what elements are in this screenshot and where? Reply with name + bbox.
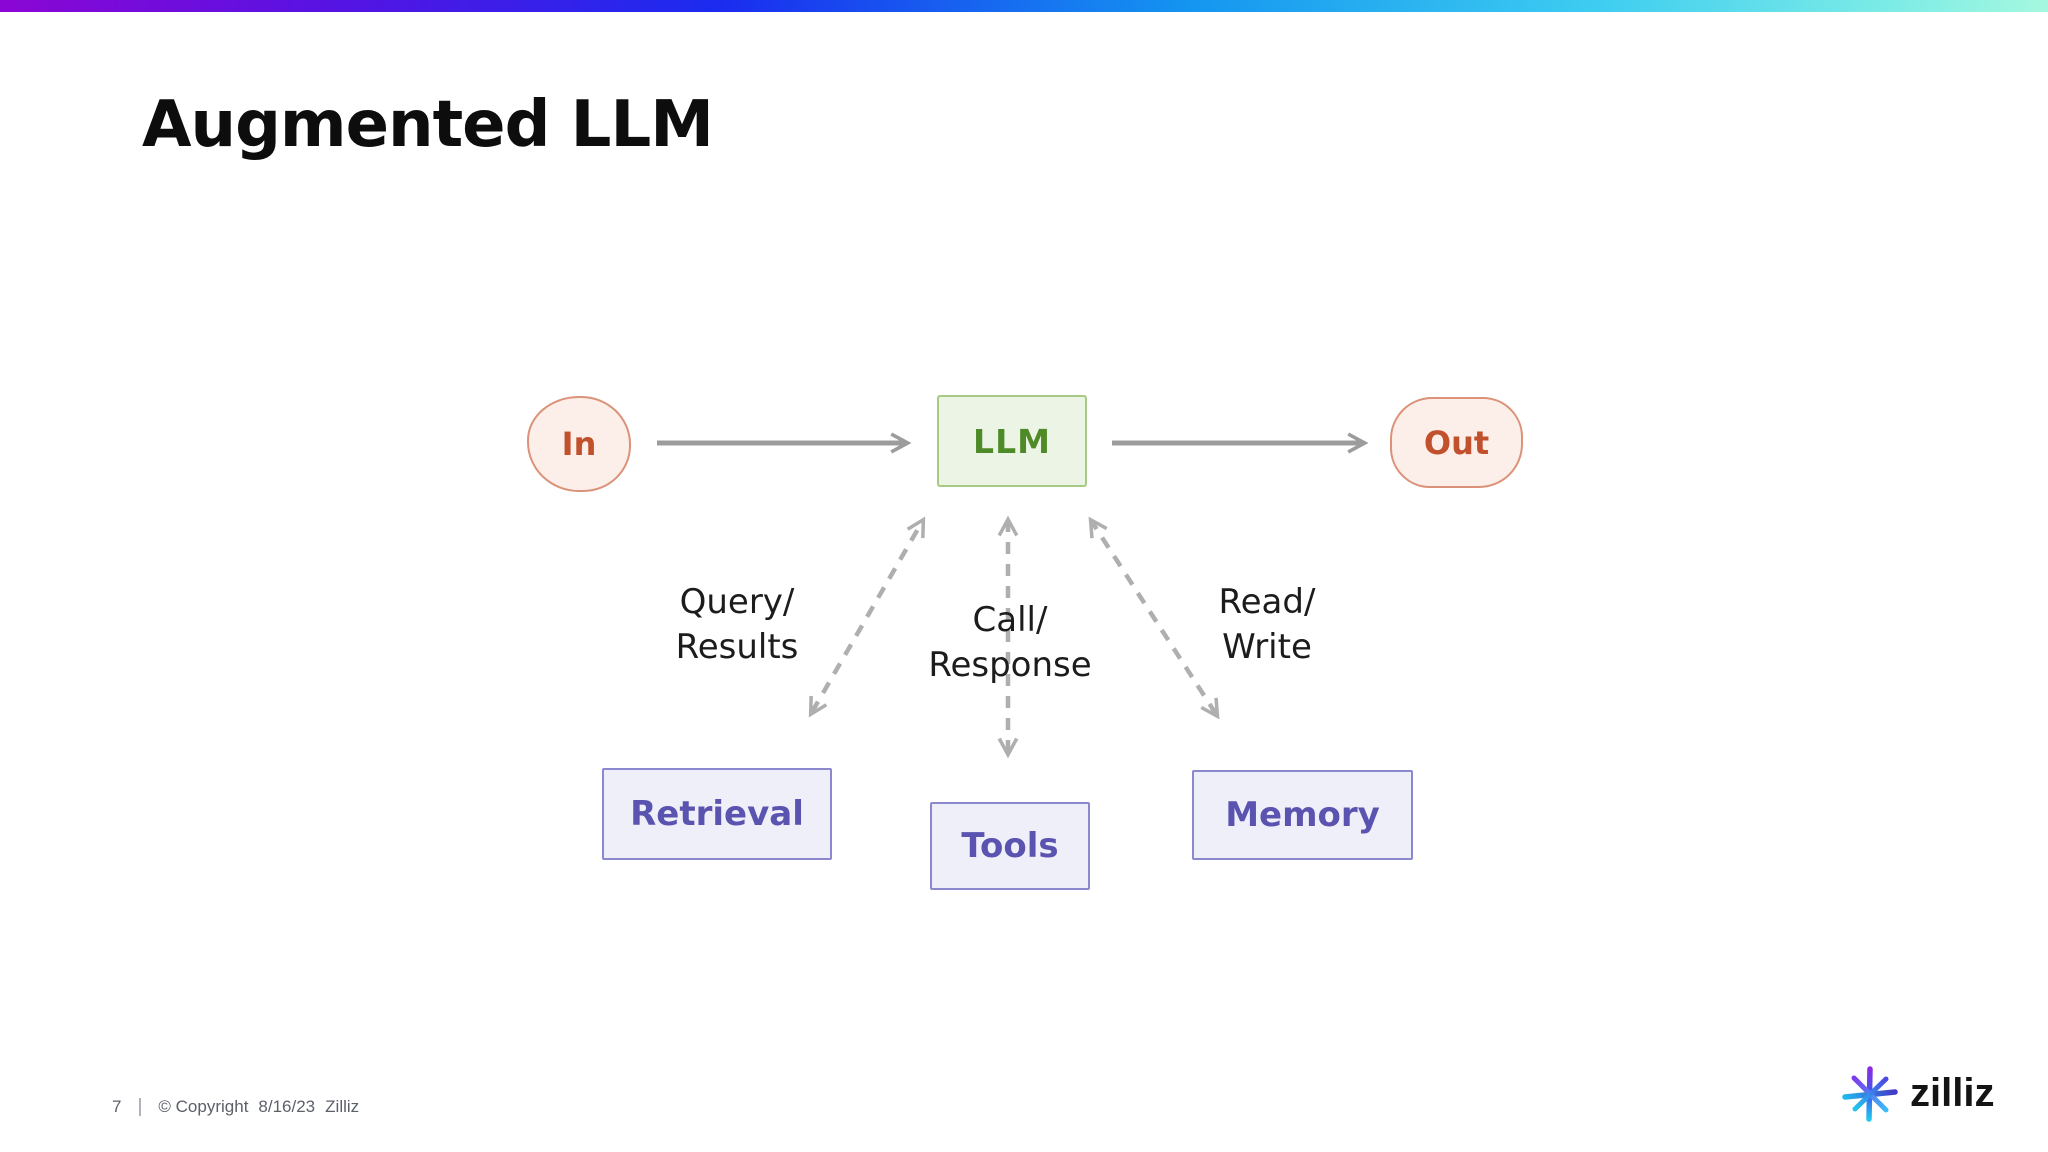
edge-label-read-line1: Read/ — [1218, 582, 1316, 622]
footer-copyright: © Copyright — [158, 1097, 249, 1116]
zilliz-logo-icon — [1842, 1066, 1898, 1122]
edge-label-query-line1: Query/ — [679, 582, 795, 622]
page-number: 7 — [112, 1097, 122, 1116]
node-llm: LLM — [937, 395, 1087, 487]
edge-label-query-results: Query/ Results — [627, 580, 847, 670]
node-in: In — [527, 396, 631, 492]
zilliz-logo-text: zilliz — [1910, 1070, 1995, 1115]
node-tools-label: Tools — [961, 826, 1059, 866]
node-out: Out — [1390, 397, 1523, 488]
edge-label-read-write: Read/ Write — [1157, 580, 1377, 670]
footer-date: 8/16/23 — [258, 1097, 316, 1116]
edge-label-call-line1: Call/ — [972, 600, 1048, 640]
footer-separator: | — [137, 1096, 143, 1117]
zilliz-logo: zilliz — [1842, 1062, 1994, 1124]
edge-label-call-line2: Response — [928, 645, 1092, 685]
edge-label-read-line2: Write — [1222, 627, 1312, 667]
node-retrieval-label: Retrieval — [630, 794, 804, 834]
node-out-label: Out — [1423, 423, 1490, 462]
footer-company: Zilliz — [325, 1097, 360, 1116]
footer: 7 | © Copyright 8/16/23 Zilliz — [112, 1096, 369, 1118]
edge-label-call-response: Call/ Response — [900, 598, 1120, 688]
node-retrieval: Retrieval — [602, 768, 832, 860]
node-memory: Memory — [1192, 770, 1413, 860]
slide-title: Augmented LLM — [142, 88, 714, 162]
gradient-accent-bar — [0, 0, 2048, 12]
node-in-label: In — [561, 425, 597, 463]
node-tools: Tools — [930, 802, 1090, 890]
node-memory-label: Memory — [1225, 795, 1380, 835]
node-llm-label: LLM — [973, 421, 1051, 461]
edge-label-query-line2: Results — [675, 627, 799, 667]
